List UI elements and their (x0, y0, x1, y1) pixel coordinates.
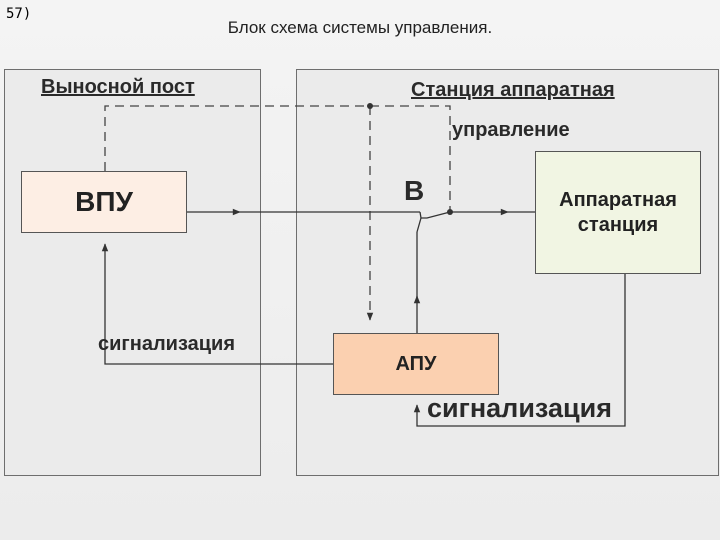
signal-label-left: сигнализация (98, 333, 236, 355)
dashed-control-line (104, 105, 451, 212)
control-label: управление (452, 119, 570, 141)
slide-title: Блок схема системы управления. (227, 18, 493, 37)
vpu-block: ВПУ (21, 171, 187, 233)
switch-label: В (404, 175, 425, 206)
remote-post-title: Выносной пост (41, 76, 195, 98)
hardware-station-block: Аппаратная станция (535, 151, 701, 274)
hardware-station-title: Станция аппаратная (411, 79, 615, 101)
junction-dot (367, 103, 373, 109)
apu-block-label: АПУ (395, 352, 437, 375)
vpu-block-label: ВПУ (75, 186, 133, 217)
signal-label-right: сигнализация (427, 393, 612, 423)
hardware-station-label: Аппаратная станция (559, 188, 677, 236)
slide-number: 57) (6, 6, 32, 22)
signal-to-apu-line (413, 272, 626, 427)
apu-block: АПУ (333, 333, 499, 395)
switch-contact (419, 211, 451, 219)
switch-stem (416, 217, 422, 233)
remote-post-panel (4, 69, 261, 476)
signal-to-vpu-line (101, 243, 333, 365)
